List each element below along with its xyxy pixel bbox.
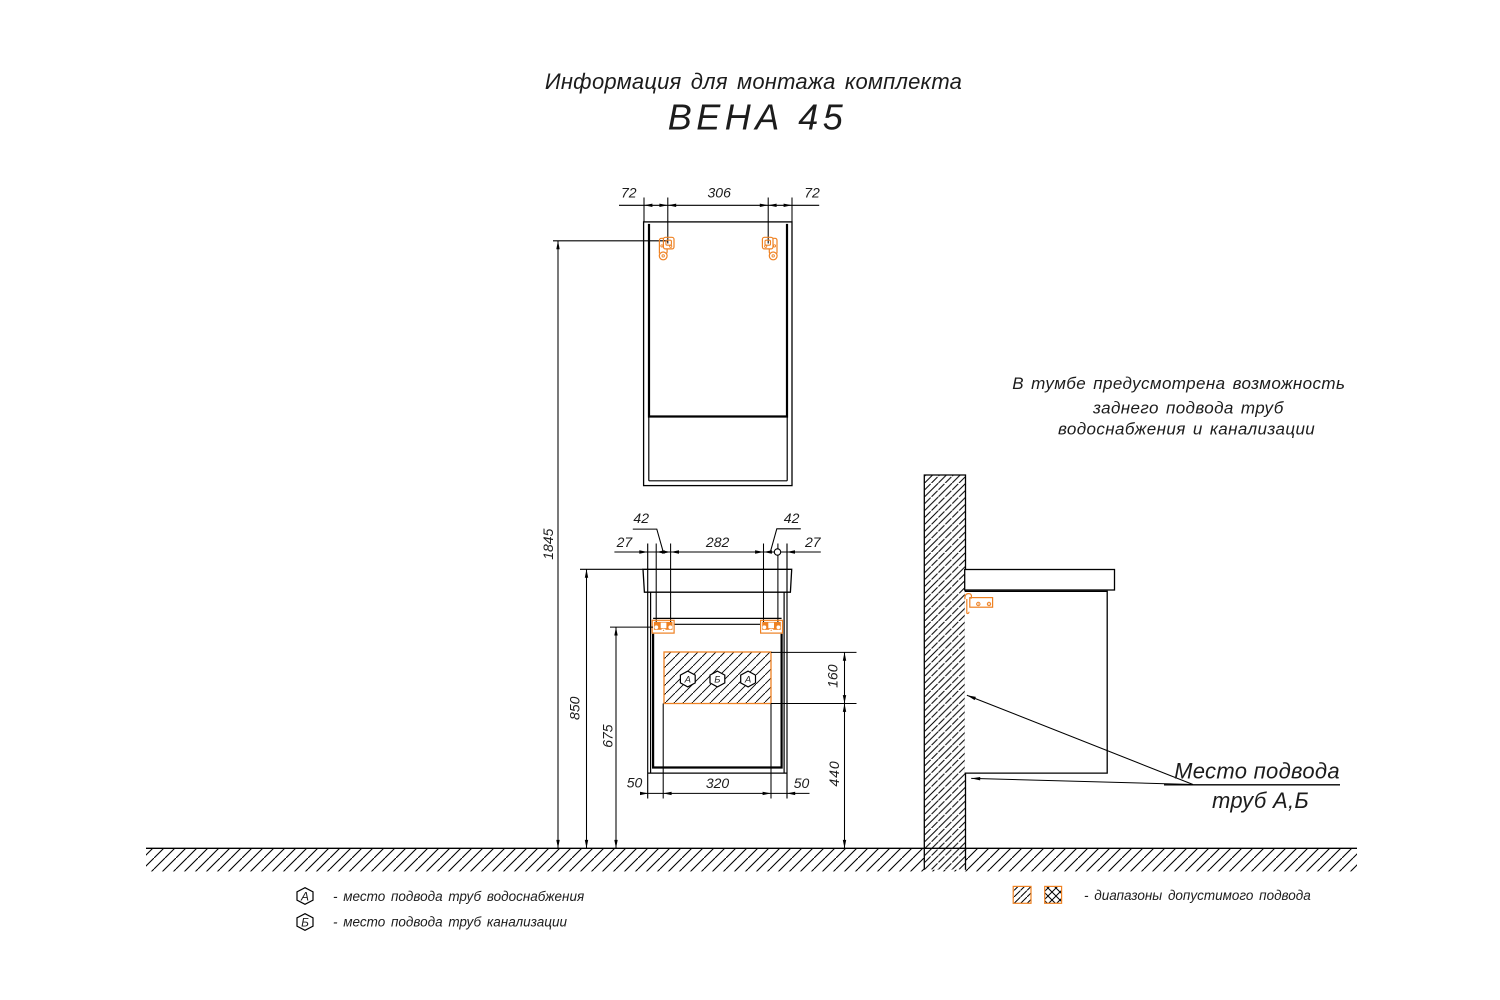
svg-text:27: 27 — [804, 534, 822, 550]
svg-text:42: 42 — [633, 510, 649, 526]
svg-text:А: А — [300, 890, 309, 904]
svg-text:160: 160 — [825, 664, 841, 688]
svg-text:Б: Б — [714, 675, 720, 686]
svg-text:А: А — [744, 675, 751, 686]
svg-text:306: 306 — [708, 185, 732, 201]
svg-text:27: 27 — [616, 534, 634, 550]
svg-text:Место подвода: Место подвода — [1174, 759, 1340, 784]
svg-text:320: 320 — [706, 775, 730, 791]
svg-text:50: 50 — [794, 775, 810, 791]
svg-text:42: 42 — [784, 510, 800, 526]
svg-text:Б: Б — [301, 916, 309, 930]
svg-text:50: 50 — [627, 775, 643, 791]
svg-text:850: 850 — [567, 696, 583, 720]
svg-text:72: 72 — [804, 185, 820, 201]
svg-text:труб А,Б: труб А,Б — [1212, 788, 1309, 813]
svg-text:заднего подвода труб: заднего подвода труб — [1092, 398, 1285, 417]
svg-text:- место подвода труб водоснаб: - место подвода труб водоснабжения — [333, 889, 584, 904]
svg-text:282: 282 — [705, 534, 730, 550]
svg-text:1845: 1845 — [540, 528, 556, 559]
svg-text:Информация для монтажа комплек: Информация для монтажа комплекта — [545, 69, 962, 94]
svg-text:водоснабжения и канализации: водоснабжения и канализации — [1058, 419, 1315, 438]
svg-text:675: 675 — [599, 724, 615, 748]
svg-text:В тумбе предусмотрена возможно: В тумбе предусмотрена возможность — [1012, 374, 1345, 393]
svg-text:72: 72 — [621, 185, 637, 201]
svg-text:440: 440 — [826, 760, 842, 786]
svg-text:А: А — [684, 675, 691, 686]
svg-text:ВЕНА 45: ВЕНА 45 — [668, 97, 848, 138]
svg-text:- диапазоны допустимого подво: - диапазоны допустимого подвода — [1084, 888, 1311, 903]
svg-text:- место подвода труб канализа: - место подвода труб канализации — [333, 915, 568, 930]
